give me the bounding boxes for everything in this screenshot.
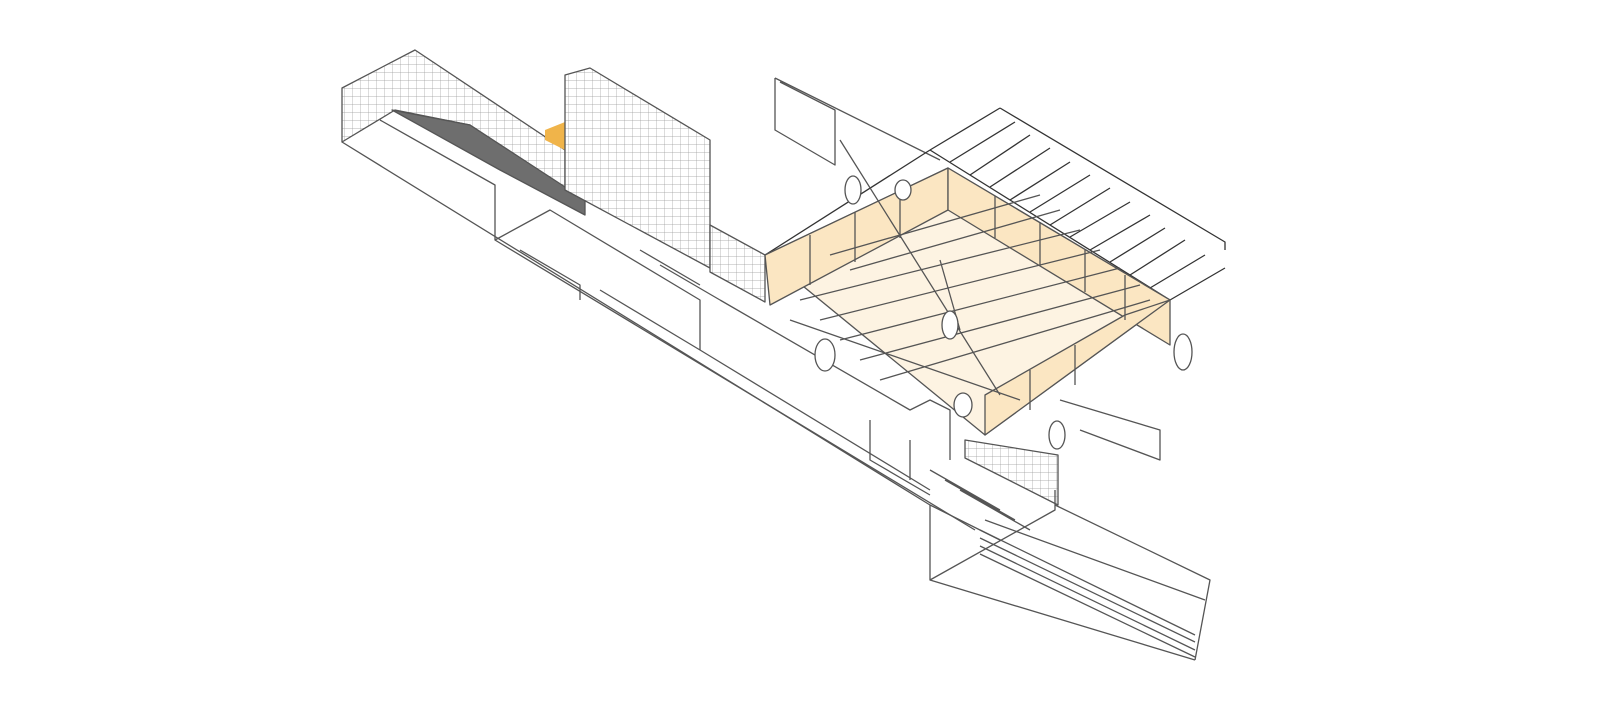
- stairs: [929, 504, 1211, 661]
- lower-structure: [341, 77, 1056, 581]
- tiled-tower: [564, 67, 1059, 506]
- left-tiled-wall: [341, 49, 586, 216]
- pergola-beams: [764, 107, 1226, 301]
- canopy: [764, 139, 1171, 461]
- pendant-lamps: [814, 175, 1193, 450]
